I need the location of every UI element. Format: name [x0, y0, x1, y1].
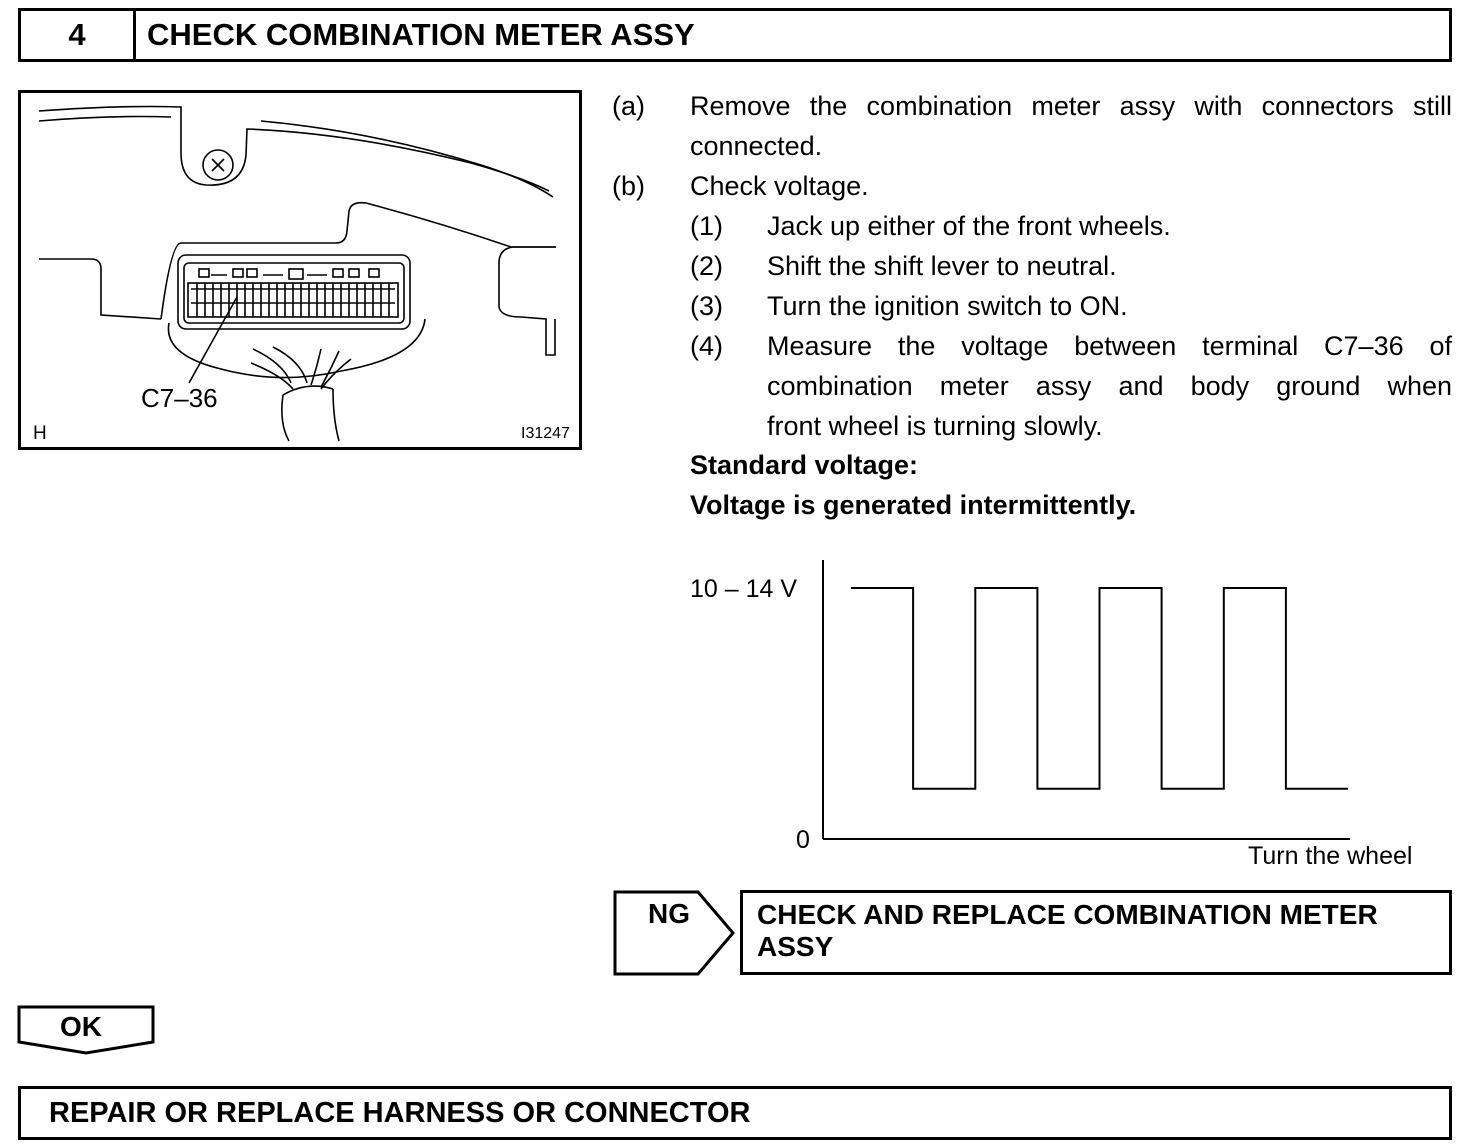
- step-number: 4: [21, 11, 136, 59]
- substep-marker: (4): [690, 331, 723, 361]
- final-action-box: REPAIR OR REPLACE HARNESS OR CONNECTOR: [18, 1086, 1452, 1140]
- substep-marker: (1): [690, 211, 723, 241]
- substep-text-line1: Measure the voltage between terminal C7–…: [767, 331, 1452, 361]
- step-title: CHECK COMBINATION METER ASSY: [147, 17, 695, 52]
- step-a-text-line2: connected.: [690, 131, 823, 161]
- ok-arrow-box: [17, 1005, 155, 1055]
- step-b-text: Check voltage.: [690, 171, 869, 201]
- x-axis-label: Turn the wheel: [1248, 842, 1413, 870]
- waveform-line: [851, 587, 1348, 790]
- y-tick-high: 10 – 14 V: [690, 575, 798, 603]
- ng-result-box: CHECK AND REPLACE COMBINATION METER ASSY: [740, 890, 1452, 975]
- step-a-marker: (a): [612, 91, 645, 121]
- connector-illustration: C7–36 H I31247: [18, 90, 582, 450]
- y-tick-zero: 0: [796, 826, 810, 854]
- view-letter: H: [33, 423, 47, 444]
- step-b-marker: (b): [612, 171, 645, 201]
- substep-marker: (2): [690, 251, 723, 281]
- final-action-text: REPAIR OR REPLACE HARNESS OR CONNECTOR: [49, 1096, 751, 1129]
- standard-label: Standard voltage:: [690, 450, 919, 480]
- ng-label: NG: [648, 898, 690, 929]
- standard-value: Voltage is generated intermittently.: [690, 490, 1137, 520]
- connector-drawing: [38, 105, 556, 442]
- connector-terminal-label: C7–36: [141, 383, 218, 413]
- ng-arrow-box: [613, 890, 735, 976]
- substep-text: Jack up either of the front wheels.: [767, 211, 1171, 241]
- waveform-svg: [822, 560, 1350, 840]
- substep-text: Turn the ignition switch to ON.: [767, 291, 1128, 321]
- ok-label: OK: [60, 1011, 102, 1042]
- ng-result-text: CHECK AND REPLACE COMBINATION METER ASSY: [757, 899, 1378, 962]
- step-a-text-line1: Remove the combination meter assy with c…: [690, 91, 1452, 121]
- step-header: 4 CHECK COMBINATION METER ASSY: [18, 8, 1452, 62]
- voltage-waveform-chart: 10 – 14 V 0 Turn the wheel: [680, 555, 1460, 875]
- figure-id: I31247: [521, 425, 570, 442]
- substep-text-line2: combination meter assy and body ground w…: [767, 371, 1452, 401]
- substep-text-line3: front wheel is turning slowly.: [767, 411, 1103, 441]
- substep-marker: (3): [690, 291, 723, 321]
- substep-text: Shift the shift lever to neutral.: [767, 251, 1117, 281]
